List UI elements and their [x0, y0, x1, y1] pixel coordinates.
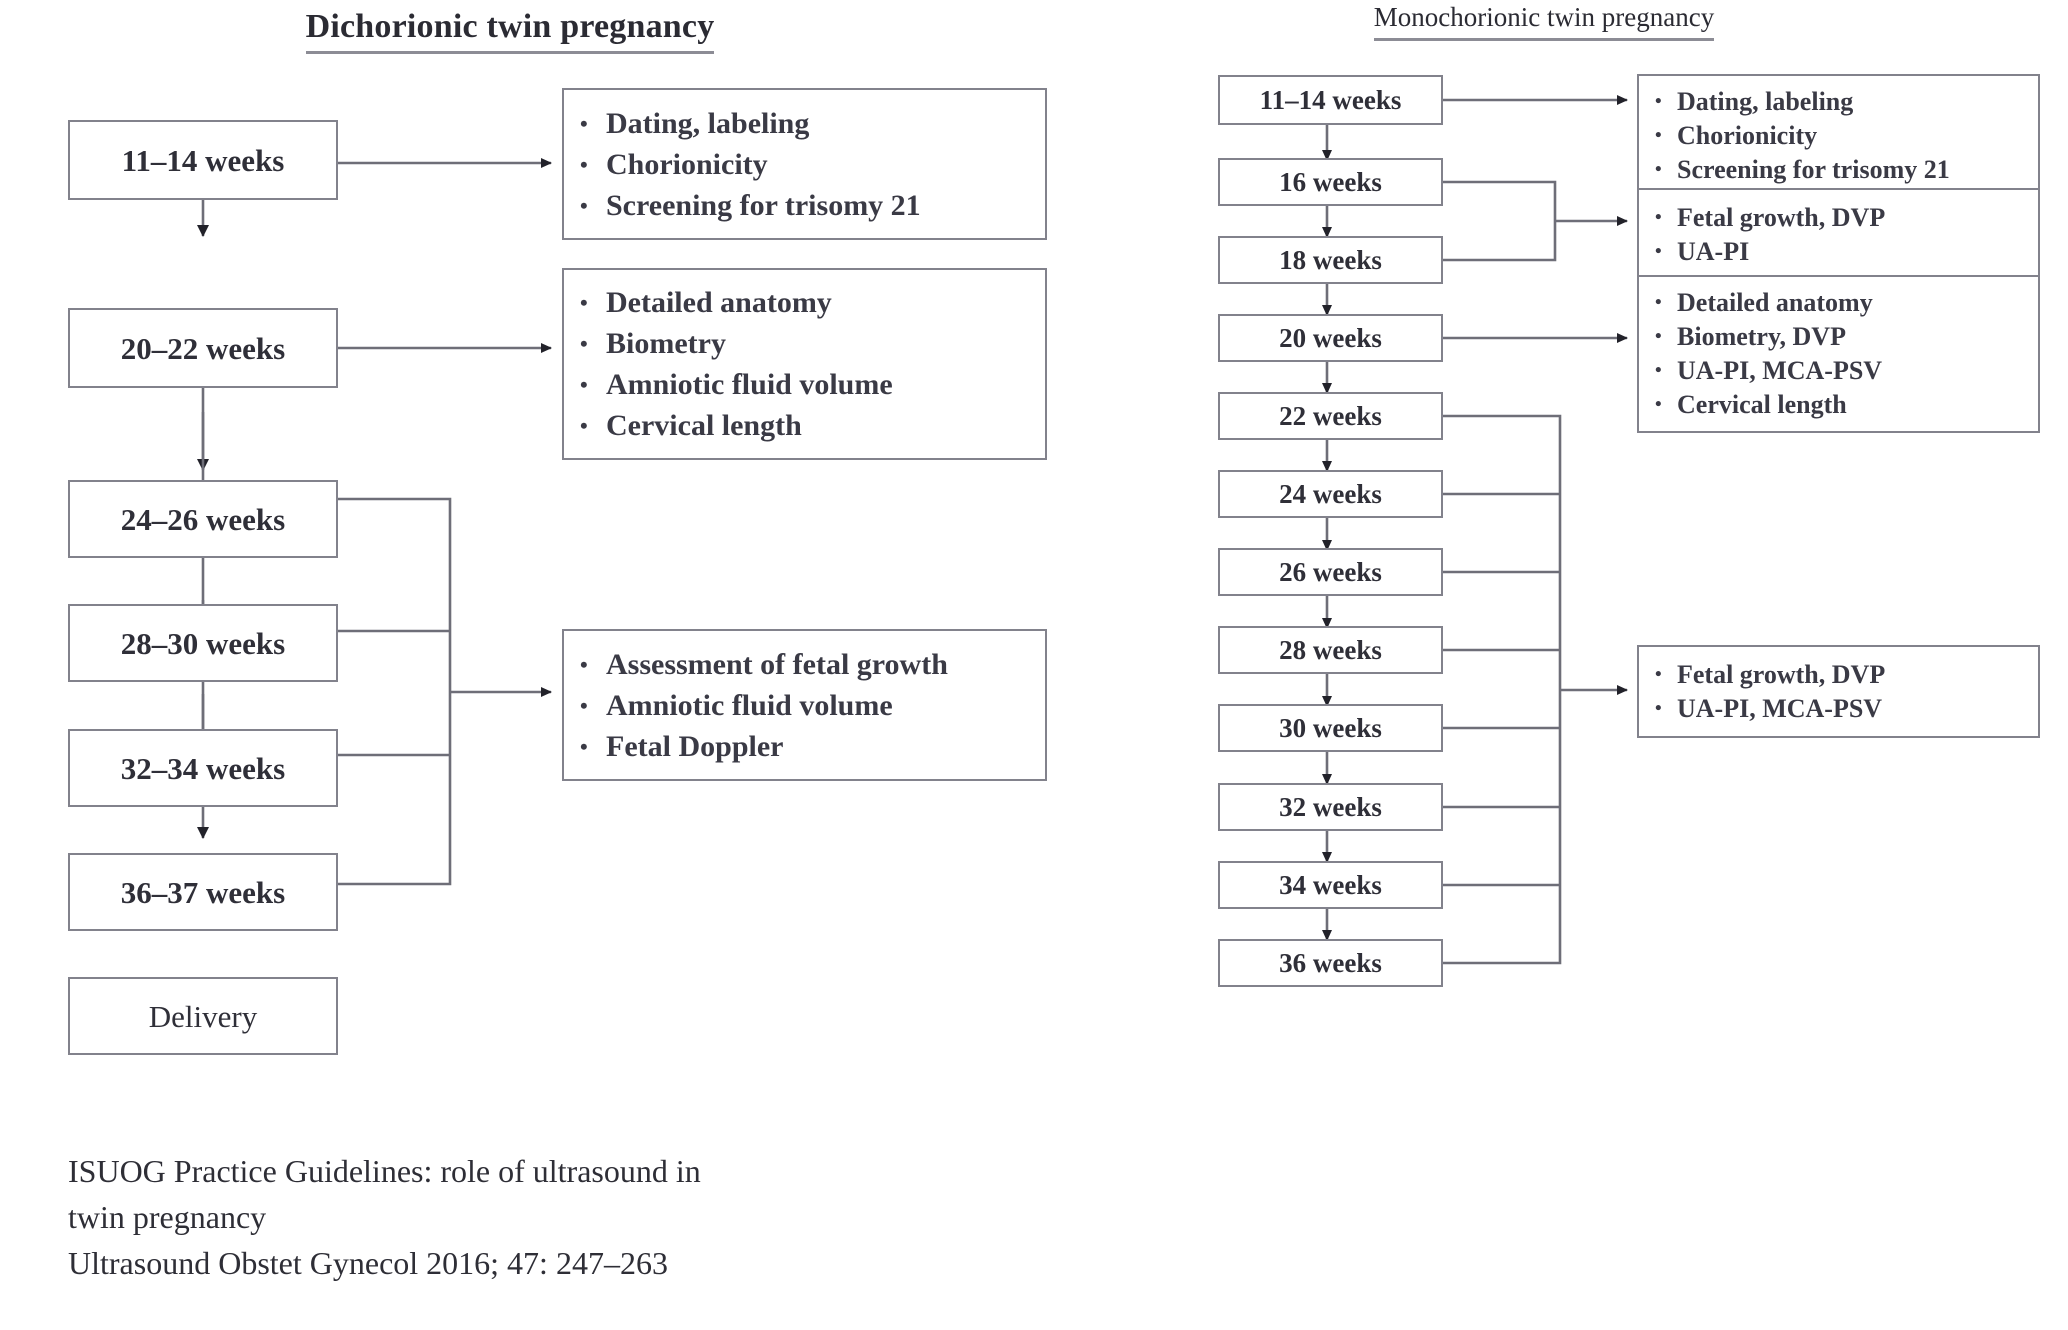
mc-node-label: 16 weeks — [1279, 166, 1382, 197]
mc-callout-item: Fetal growth, DVP — [1655, 658, 2022, 692]
mc-node-label: 24 weeks — [1279, 478, 1382, 509]
mc-node-label: 20 weeks — [1279, 322, 1382, 353]
dc-callout-anatomy: Detailed anatomy Biometry Amniotic fluid… — [562, 268, 1047, 460]
wire-mc-bracket-1618 — [1443, 180, 1557, 262]
mc-node-36-weeks[interactable]: 36 weeks — [1218, 939, 1443, 987]
caption-line-1: ISUOG Practice Guidelines: role of ultra… — [68, 1153, 701, 1189]
dc-node-32-34-weeks[interactable]: 32–34 weeks — [68, 729, 338, 807]
dc-callout-list: Dating, labeling Chorionicity Screening … — [564, 93, 1045, 236]
monochorionic-title-text: Monochorionic twin pregnancy — [1373, 2, 1715, 41]
mc-node-22-weeks[interactable]: 22 weeks — [1218, 392, 1443, 440]
mc-node-label: 11–14 weeks — [1259, 84, 1402, 115]
dc-callout-item: Chorionicity — [580, 144, 1029, 185]
dc-node-delivery[interactable]: Delivery — [68, 977, 338, 1055]
caption-line-2: twin pregnancy — [68, 1199, 267, 1235]
figure-caption: ISUOG Practice Guidelines: role of ultra… — [68, 1148, 968, 1286]
mc-callout-item: UA-PI, MCA-PSV — [1655, 354, 2022, 388]
mc-callout-list: Fetal growth, DVP UA-PI — [1639, 191, 2038, 279]
monochorionic-title: Monochorionic twin pregnancy — [1020, 2, 2068, 41]
dc-callout-list: Detailed anatomy Biometry Amniotic fluid… — [564, 272, 1045, 456]
mc-node-label: 34 weeks — [1279, 869, 1382, 900]
dc-callout-first-trimester: Dating, labeling Chorionicity Screening … — [562, 88, 1047, 240]
mc-callout-item: Chorionicity — [1655, 119, 2022, 153]
dc-callout-item: Screening for trisomy 21 — [580, 185, 1029, 226]
mc-node-24-weeks[interactable]: 24 weeks — [1218, 470, 1443, 518]
dc-node-label: 28–30 weeks — [120, 625, 286, 661]
dc-node-label: 11–14 weeks — [121, 142, 285, 178]
caption-line-3: Ultrasound Obstet Gynecol 2016; 47: 247–… — [68, 1245, 668, 1281]
mc-callout-list: Detailed anatomy Biometry, DVP UA-PI, MC… — [1639, 276, 2038, 432]
dc-callout-item: Biometry — [580, 323, 1029, 364]
mc-callout-anatomy: Detailed anatomy Biometry, DVP UA-PI, MC… — [1637, 275, 2040, 433]
mc-callout-item: UA-PI — [1655, 235, 2022, 269]
mc-node-11-14-weeks[interactable]: 11–14 weeks — [1218, 75, 1443, 125]
mc-node-label: 22 weeks — [1279, 400, 1382, 431]
dc-node-36-37-weeks[interactable]: 36–37 weeks — [68, 853, 338, 931]
mc-node-16-weeks[interactable]: 16 weeks — [1218, 158, 1443, 206]
mc-node-label: 36 weeks — [1279, 947, 1382, 978]
wire-mc-bracket-big — [1443, 414, 1562, 965]
mc-node-18-weeks[interactable]: 18 weeks — [1218, 236, 1443, 284]
dc-node-11-14-weeks[interactable]: 11–14 weeks — [68, 120, 338, 200]
mc-node-30-weeks[interactable]: 30 weeks — [1218, 704, 1443, 752]
mc-node-label: 18 weeks — [1279, 244, 1382, 275]
dc-node-label: 32–34 weeks — [120, 750, 286, 786]
mc-callout-item: Dating, labeling — [1655, 85, 2022, 119]
mc-callout-item: Biometry, DVP — [1655, 320, 2022, 354]
dc-node-label: Delivery — [148, 998, 258, 1034]
mc-callout-item: UA-PI, MCA-PSV — [1655, 692, 2022, 726]
mc-node-28-weeks[interactable]: 28 weeks — [1218, 626, 1443, 674]
dc-callout-item: Fetal Doppler — [580, 726, 1029, 767]
mc-node-32-weeks[interactable]: 32 weeks — [1218, 783, 1443, 831]
dc-node-label: 36–37 weeks — [120, 874, 286, 910]
dc-callout-item: Amniotic fluid volume — [580, 685, 1029, 726]
mc-node-label: 32 weeks — [1279, 791, 1382, 822]
mc-node-26-weeks[interactable]: 26 weeks — [1218, 548, 1443, 596]
mc-node-label: 30 weeks — [1279, 712, 1382, 743]
dc-node-20-22-weeks[interactable]: 20–22 weeks — [68, 308, 338, 388]
mc-callout-growth-surveillance: Fetal growth, DVP UA-PI, MCA-PSV — [1637, 645, 2040, 738]
dichorionic-title: Dichorionic twin pregnancy — [0, 8, 1020, 54]
mc-node-label: 28 weeks — [1279, 634, 1382, 665]
dc-callout-item: Assessment of fetal growth — [580, 644, 1029, 685]
mc-node-20-weeks[interactable]: 20 weeks — [1218, 314, 1443, 362]
dc-callout-item: Detailed anatomy — [580, 282, 1029, 323]
dc-callout-list: Assessment of fetal growth Amniotic flui… — [564, 634, 1045, 777]
dc-callout-item: Cervical length — [580, 405, 1029, 446]
mc-callout-item: Cervical length — [1655, 388, 2022, 422]
mc-callout-list: Fetal growth, DVP UA-PI, MCA-PSV — [1639, 648, 2038, 736]
dc-node-28-30-weeks[interactable]: 28–30 weeks — [68, 604, 338, 682]
mc-node-34-weeks[interactable]: 34 weeks — [1218, 861, 1443, 909]
mc-callout-item: Fetal growth, DVP — [1655, 201, 2022, 235]
dichorionic-title-text: Dichorionic twin pregnancy — [305, 8, 715, 54]
mc-callout-item: Screening for trisomy 21 — [1655, 153, 2022, 187]
mc-callout-first-trimester: Dating, labeling Chorionicity Screening … — [1637, 74, 2040, 198]
dc-callout-item: Dating, labeling — [580, 103, 1029, 144]
mc-callout-item: Detailed anatomy — [1655, 286, 2022, 320]
dc-callout-growth: Assessment of fetal growth Amniotic flui… — [562, 629, 1047, 781]
mc-callout-list: Dating, labeling Chorionicity Screening … — [1639, 75, 2038, 197]
dc-node-label: 20–22 weeks — [120, 330, 286, 366]
dc-node-24-26-weeks[interactable]: 24–26 weeks — [68, 480, 338, 558]
dc-node-label: 24–26 weeks — [120, 501, 286, 537]
dc-callout-item: Amniotic fluid volume — [580, 364, 1029, 405]
mc-node-label: 26 weeks — [1279, 556, 1382, 587]
mc-callout-growth-early: Fetal growth, DVP UA-PI — [1637, 188, 2040, 281]
